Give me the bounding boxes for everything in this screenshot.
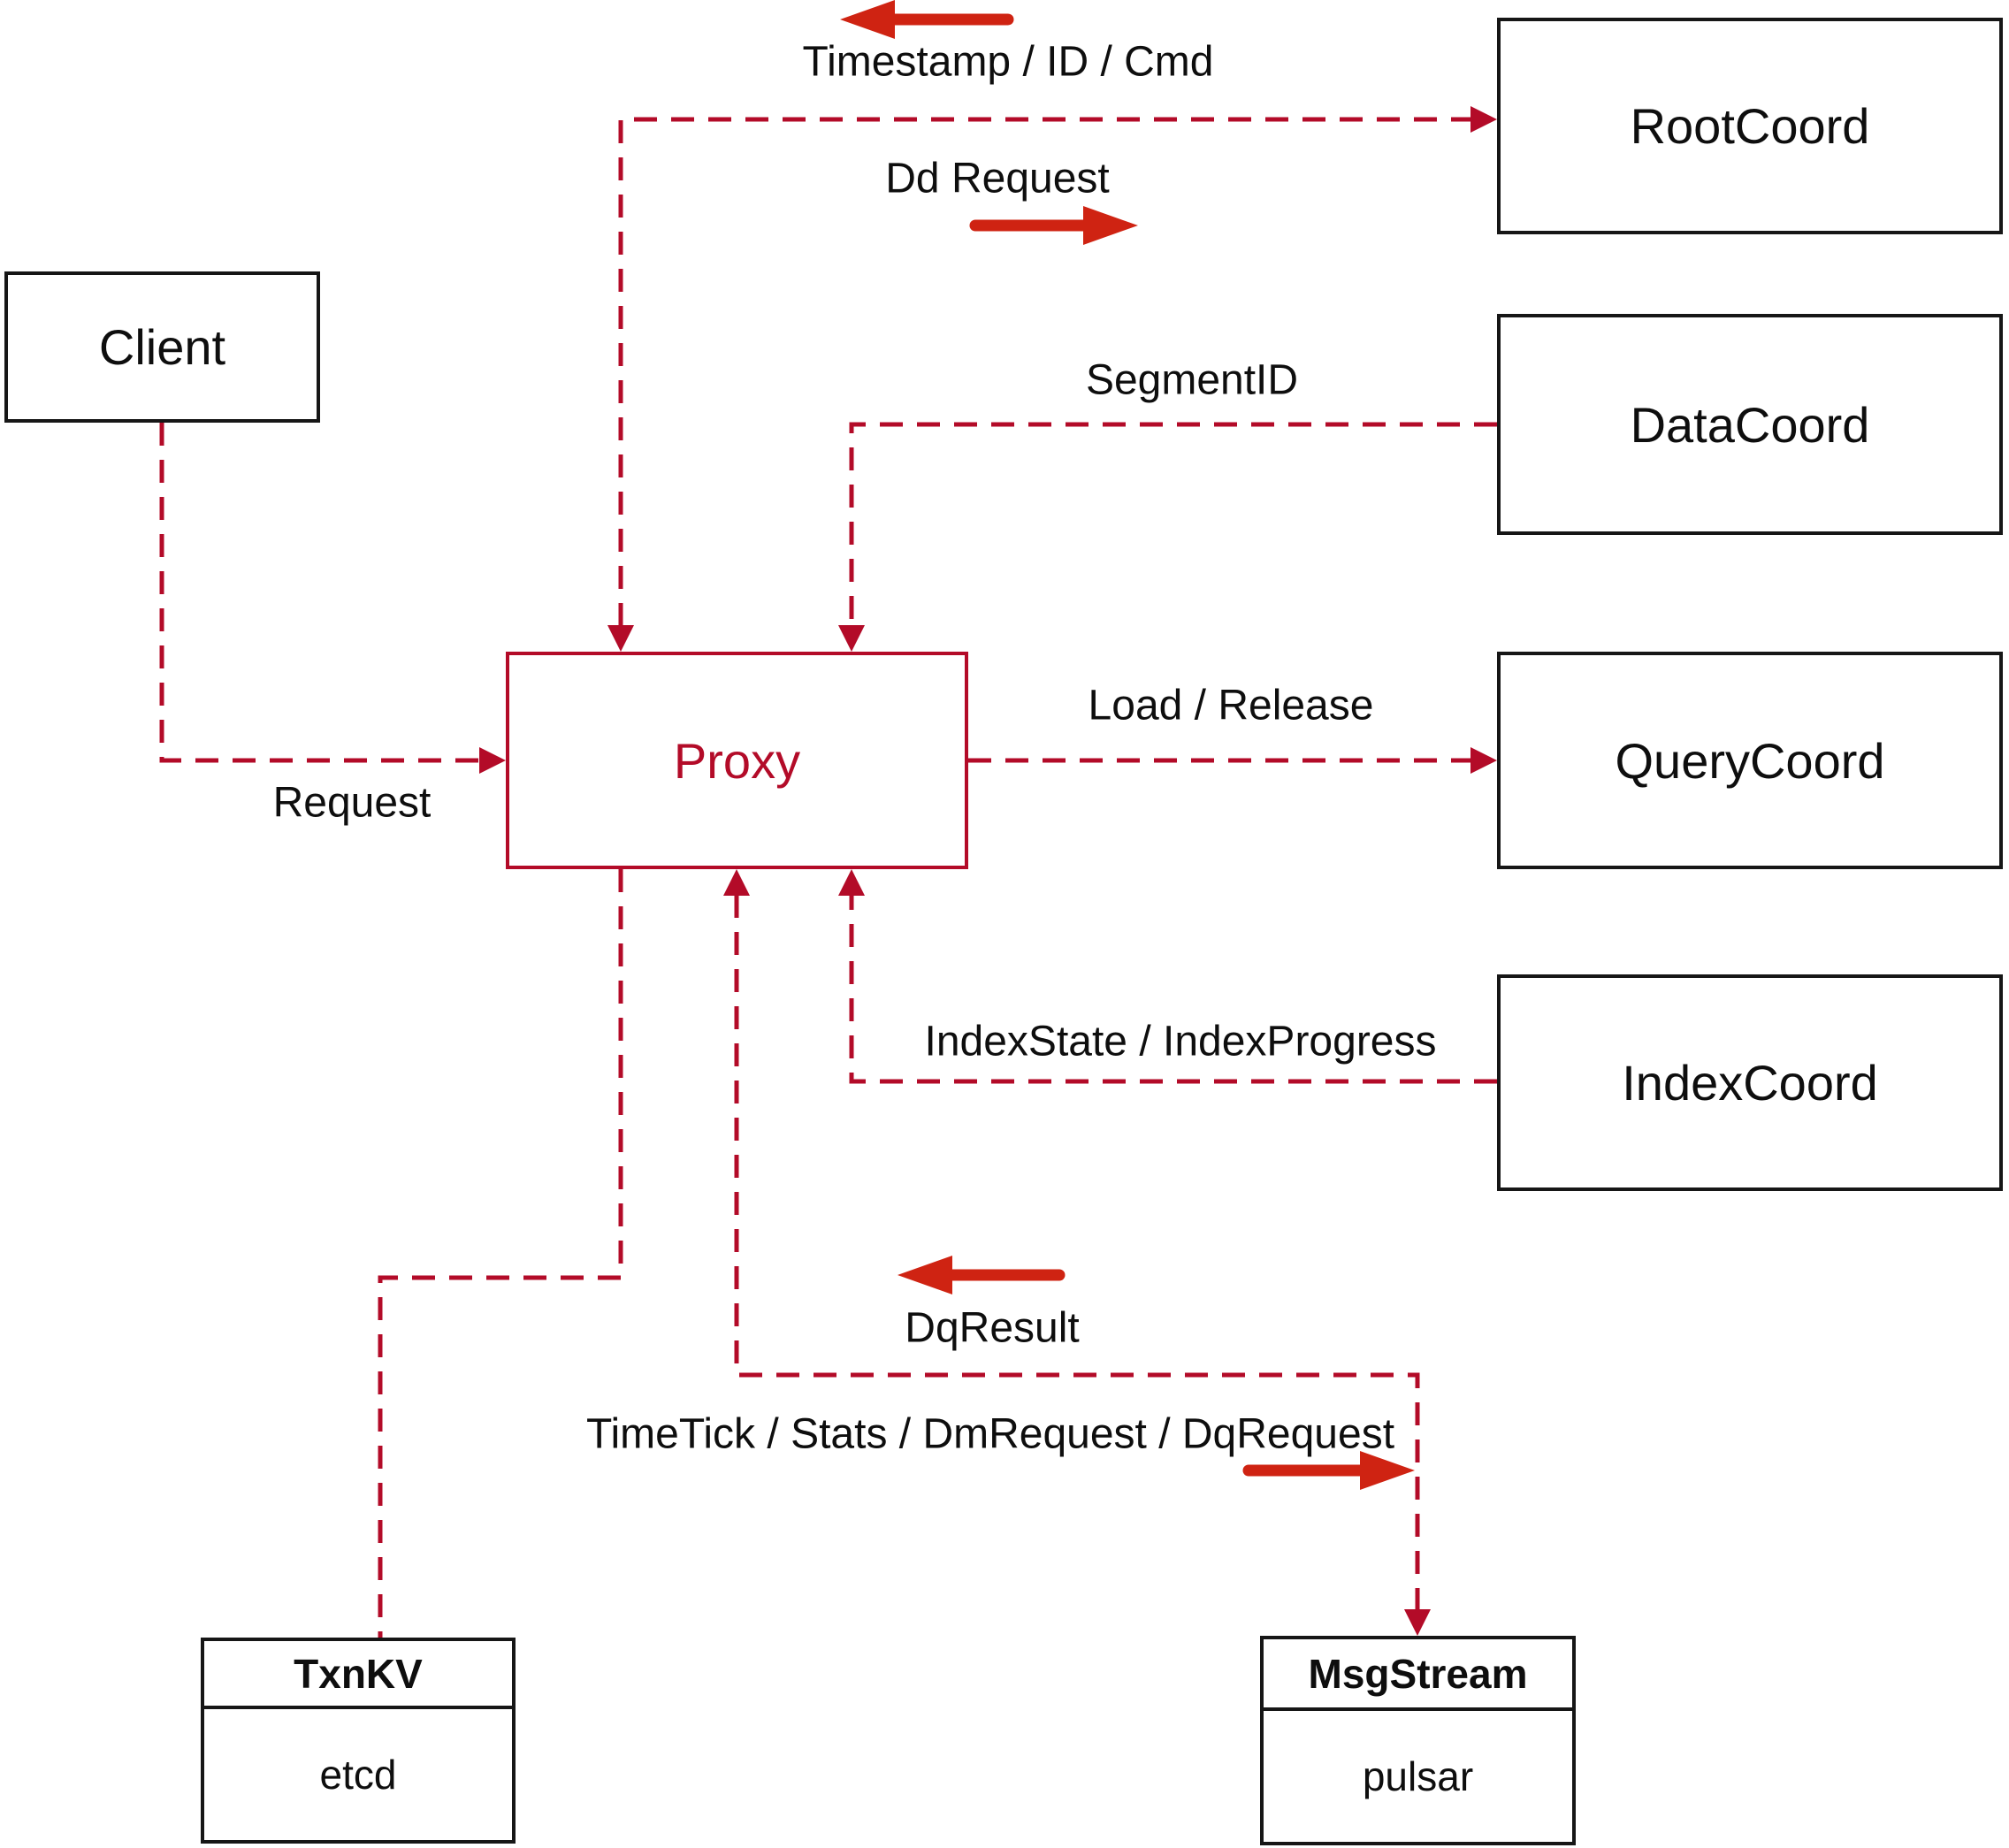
node-txnkv-title: TxnKV: [294, 1650, 423, 1697]
node-msgstream-title: MsgStream: [1308, 1650, 1528, 1697]
node-msgstream-subtitle: pulsar: [1362, 1753, 1474, 1799]
arrowhead-into-proxy-top-left: [607, 625, 634, 652]
edge-datacoord-to-proxy: [849, 422, 1497, 626]
right-arrow-dd-request-icon: [1083, 206, 1138, 245]
node-txnkv-subtitle: etcd: [319, 1752, 397, 1798]
node-rootcoord: RootCoord: [1497, 18, 2003, 234]
node-txnkv: TxnKV etcd: [201, 1638, 516, 1844]
node-msgstream-body: pulsar: [1264, 1711, 1572, 1842]
node-client: Client: [4, 271, 320, 423]
edge-client-to-proxy: [159, 423, 479, 763]
edge-proxy-to-rootcoord: [618, 117, 1470, 626]
node-rootcoord-label: RootCoord: [1630, 98, 1870, 154]
node-txnkv-header: TxnKV: [204, 1641, 512, 1709]
arrowhead-into-rootcoord: [1470, 106, 1497, 133]
node-proxy: Proxy: [506, 652, 968, 869]
arrowhead-into-proxy-bottom-right: [838, 869, 865, 896]
node-indexcoord: IndexCoord: [1497, 974, 2003, 1191]
arrowhead-into-proxy-left: [479, 747, 506, 774]
label-index-state-progress: IndexState / IndexProgress: [924, 1018, 1437, 1065]
arrowhead-into-proxy-bottom-mid: [723, 869, 750, 896]
node-querycoord: QueryCoord: [1497, 652, 2003, 869]
left-arrow-dqresult-icon: [898, 1256, 952, 1294]
node-proxy-label: Proxy: [673, 732, 801, 789]
label-request: Request: [272, 779, 432, 827]
node-datacoord-label: DataCoord: [1630, 396, 1870, 453]
label-timestamp-id-cmd: Timestamp / ID / Cmd: [802, 38, 1214, 86]
node-querycoord-label: QueryCoord: [1615, 732, 1885, 789]
arrowhead-into-proxy-top-right: [838, 625, 865, 652]
label-load-release: Load / Release: [1088, 682, 1374, 729]
node-datacoord: DataCoord: [1497, 314, 2003, 535]
node-msgstream-header: MsgStream: [1264, 1639, 1572, 1711]
node-msgstream: MsgStream pulsar: [1260, 1636, 1576, 1845]
label-time-tick-stats: TimeTick / Stats / DmRequest / DqRequest: [585, 1410, 1395, 1458]
label-segment-id: SegmentID: [1085, 356, 1299, 404]
arrowhead-into-querycoord: [1470, 747, 1497, 774]
arrowhead-into-msgstream: [1404, 1609, 1431, 1636]
node-client-label: Client: [98, 319, 226, 375]
node-txnkv-body: etcd: [204, 1709, 512, 1840]
label-dd-request: Dd Request: [885, 155, 1110, 202]
label-dq-result: DqResult: [905, 1304, 1080, 1352]
edge-indexcoord-to-proxy: [849, 895, 1497, 1084]
edge-proxy-msgstream: [734, 895, 1420, 1609]
right-arrow-timetick-icon: [1360, 1451, 1415, 1490]
edge-proxy-to-txnkv: [378, 869, 623, 1638]
left-arrow-timestamp-icon: [840, 0, 895, 39]
node-indexcoord-label: IndexCoord: [1622, 1055, 1878, 1111]
